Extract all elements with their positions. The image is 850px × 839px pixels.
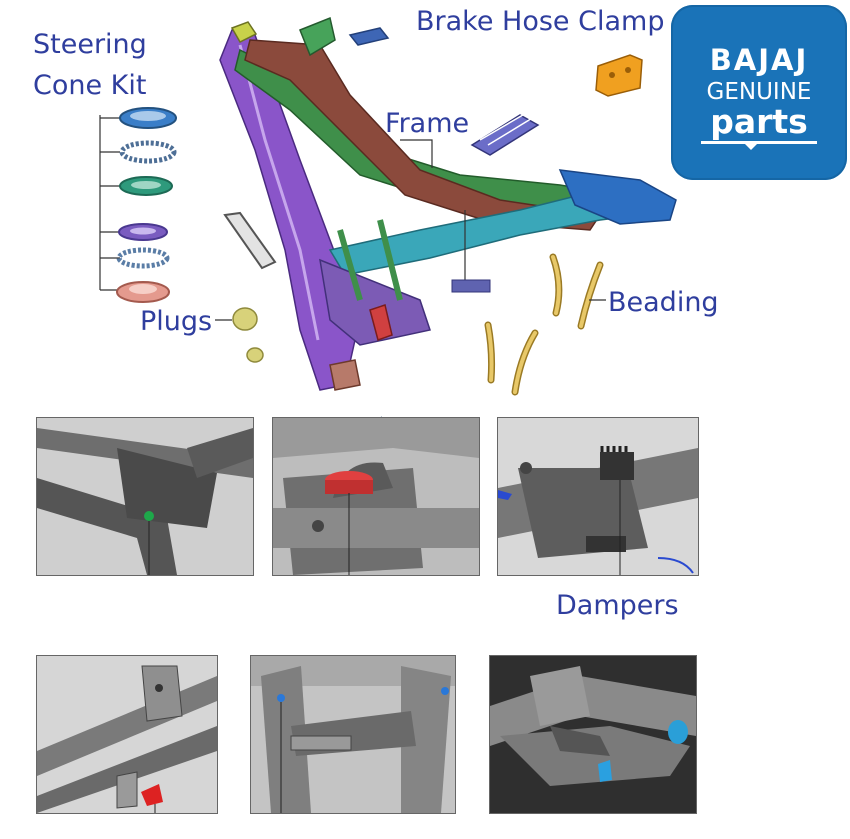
detail-photo-2: [272, 417, 480, 576]
brake-hose-clamp-part: [595, 54, 643, 97]
logo-parts: parts: [710, 102, 808, 141]
plugs-label: Plugs: [140, 306, 213, 337]
detail-photo-1: [36, 417, 254, 576]
logo-genuine: GENUINE: [706, 79, 812, 105]
logo-brand: BAJAJ: [709, 43, 809, 77]
dampers-label: Dampers: [556, 590, 679, 621]
steering-cone-kit-parts: [116, 107, 177, 303]
steering-cone-kit-label-line1: Steering: [33, 29, 147, 60]
logo-swoosh: [701, 141, 817, 150]
beading-parts: [484, 253, 604, 396]
bajaj-genuine-parts-logo: BAJAJ GENUINE parts: [671, 5, 847, 180]
frame-leader: [400, 139, 433, 168]
steering-cone-kit-label-line2: Cone Kit: [33, 70, 147, 101]
steering-cone-kit-leader: [99, 115, 120, 291]
watermark: ·: [380, 412, 384, 421]
damper-rubber-part: [470, 111, 540, 156]
detail-photo-3: [497, 417, 699, 576]
detail-photo-4: [36, 655, 218, 814]
frame-part: [219, 16, 677, 391]
clip-part: [348, 27, 390, 46]
detail-photo-5: [250, 655, 456, 814]
detail-photo-6: [489, 655, 697, 814]
guide-part: [223, 211, 277, 270]
beading-label: Beading: [608, 287, 719, 318]
tab-part: [451, 279, 491, 293]
frame-label: Frame: [385, 108, 470, 139]
frame-exploded-diagram: [99, 16, 677, 396]
brake-hose-clamp-label: Brake Hose Clamp: [416, 6, 665, 37]
plug-parts: [215, 307, 264, 363]
